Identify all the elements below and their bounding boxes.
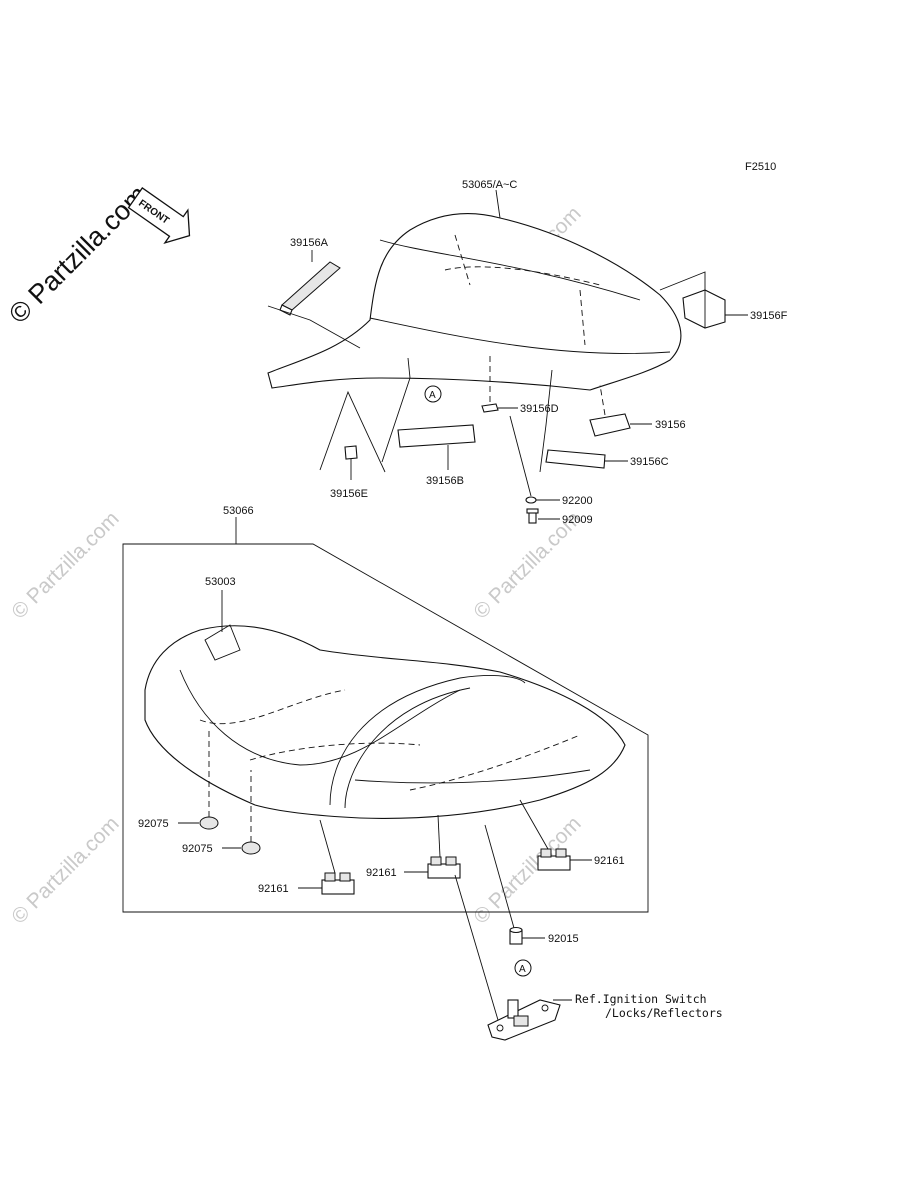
leader: [267, 305, 361, 349]
marker-a-label: A: [519, 964, 526, 975]
leader: [519, 799, 549, 850]
watermark: © Partzilla.com: [7, 507, 123, 623]
label-39156B: 39156B: [426, 475, 464, 487]
label-92015: 92015: [548, 933, 579, 945]
front-arrow-icon: FRONT: [127, 187, 191, 244]
label-92075-b: 92075: [182, 843, 213, 855]
label-53003: 53003: [205, 576, 236, 588]
part-92009: [526, 508, 539, 524]
part-39156E: [344, 445, 358, 460]
leader: [599, 384, 606, 416]
label-92161-a: 92161: [258, 883, 289, 895]
label-53065: 53065/A~C: [462, 179, 517, 191]
part-39156C: [545, 449, 606, 469]
label-92009: 92009: [562, 514, 593, 526]
label-39156: 39156: [655, 419, 686, 431]
watermark: © Partzilla.com: [7, 812, 123, 928]
leader: [454, 874, 499, 1021]
part-39156F: [682, 289, 726, 329]
figure-code: F2510: [745, 161, 776, 173]
label-92161-c: 92161: [594, 855, 625, 867]
label-39156D: 39156D: [520, 403, 559, 415]
leader: [509, 415, 532, 497]
part-39156D: [481, 403, 499, 413]
part-92161-a: [321, 872, 355, 895]
label-92075-a: 92075: [138, 818, 169, 830]
reference-marker-a: A: [514, 959, 532, 977]
seat: [144, 624, 626, 819]
label-39156A: 39156A: [290, 237, 329, 249]
assembly-frame: [122, 543, 649, 913]
label-39156E: 39156E: [330, 488, 368, 500]
reference-marker-a: A: [424, 385, 442, 403]
lock-bracket: [487, 999, 561, 1041]
marker-a-label: A: [429, 390, 436, 401]
part-92075-b: [241, 841, 261, 855]
leader: [319, 390, 386, 473]
leader: [659, 271, 706, 291]
leader: [539, 369, 553, 473]
part-39156: [589, 413, 631, 437]
leader: [495, 189, 501, 219]
leader: [381, 357, 411, 463]
part-92161-c: [537, 848, 571, 871]
part-92161-b: [427, 856, 461, 879]
label-39156F: 39156F: [750, 310, 788, 322]
part-92200: [525, 496, 537, 504]
label-39156C: 39156C: [630, 456, 669, 468]
leader: [484, 824, 515, 929]
label-53066: 53066: [223, 505, 254, 517]
label-92161-b: 92161: [366, 867, 397, 879]
part-92075-a: [199, 816, 219, 830]
partzilla-watermark: © Partzilla.com: [3, 179, 153, 329]
part-92015: [509, 926, 523, 945]
ref-ignition-switch-line1: Ref.Ignition Switch: [575, 992, 707, 1006]
part-39156B: [397, 424, 476, 448]
part-39156A: [279, 261, 341, 316]
ref-ignition-switch-line2: /Locks/Reflectors: [605, 1006, 723, 1020]
leader: [437, 814, 441, 858]
label-92200: 92200: [562, 495, 593, 507]
seat-cowl: [267, 213, 682, 391]
leader: [319, 819, 336, 874]
